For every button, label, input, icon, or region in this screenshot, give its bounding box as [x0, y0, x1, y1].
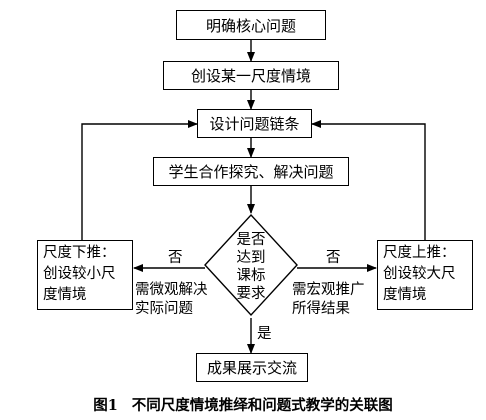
label-no-right: 否 — [326, 250, 341, 266]
note-macro: 需宏观推广 所得结果 — [292, 281, 365, 319]
scale-up-line: 创设较大尺 — [383, 266, 456, 282]
scale-down-line: 创设较小尺 — [43, 266, 116, 282]
loop-left-to-chain — [81, 120, 198, 240]
note-micro-line: 实际问题 — [135, 301, 193, 317]
box-showcase: 成果展示交流 — [196, 353, 308, 382]
scale-down-line: 度情境 — [43, 287, 87, 303]
figure-caption: 图1 不同尺度情境推绎和问题式教学的关联图 — [0, 394, 486, 415]
figure-number: 图1 — [93, 397, 118, 414]
decision-line: 是否 — [236, 232, 266, 248]
scale-up-line: 尺度上推： — [383, 245, 456, 261]
decision-line: 达到 — [236, 250, 266, 266]
scale-up-line: 度情境 — [383, 287, 427, 303]
label-yes: 是 — [257, 326, 272, 342]
loop-right-to-chain — [311, 120, 426, 240]
box-design-problem-chain: 设计问题链条 — [197, 109, 312, 138]
box-create-scale-context: 创设某一尺度情境 — [163, 61, 339, 90]
figure-title: 不同尺度情境推绎和问题式教学的关联图 — [131, 397, 393, 414]
box-core-problem: 明确核心问题 — [176, 10, 326, 40]
box-scale-down: 尺度下推： 创设较小尺 度情境 — [37, 240, 133, 310]
decision-line: 课标 — [236, 268, 266, 284]
box-student-cooperation: 学生合作探究、解决问题 — [153, 157, 349, 186]
decision-line: 要求 — [236, 286, 266, 302]
decision-diamond — [204, 213, 298, 317]
box-scale-up: 尺度上推： 创设较大尺 度情境 — [377, 240, 473, 310]
scale-down-line: 尺度下推： — [43, 245, 116, 261]
decision-text: 是否 达到 课标 要求 — [226, 231, 276, 303]
note-macro-line: 需宏观推广 — [292, 282, 365, 298]
note-micro: 需微观解决 实际问题 — [135, 281, 208, 319]
note-macro-line: 所得结果 — [292, 301, 350, 317]
label-no-left: 否 — [168, 250, 183, 266]
note-micro-line: 需微观解决 — [135, 282, 208, 298]
